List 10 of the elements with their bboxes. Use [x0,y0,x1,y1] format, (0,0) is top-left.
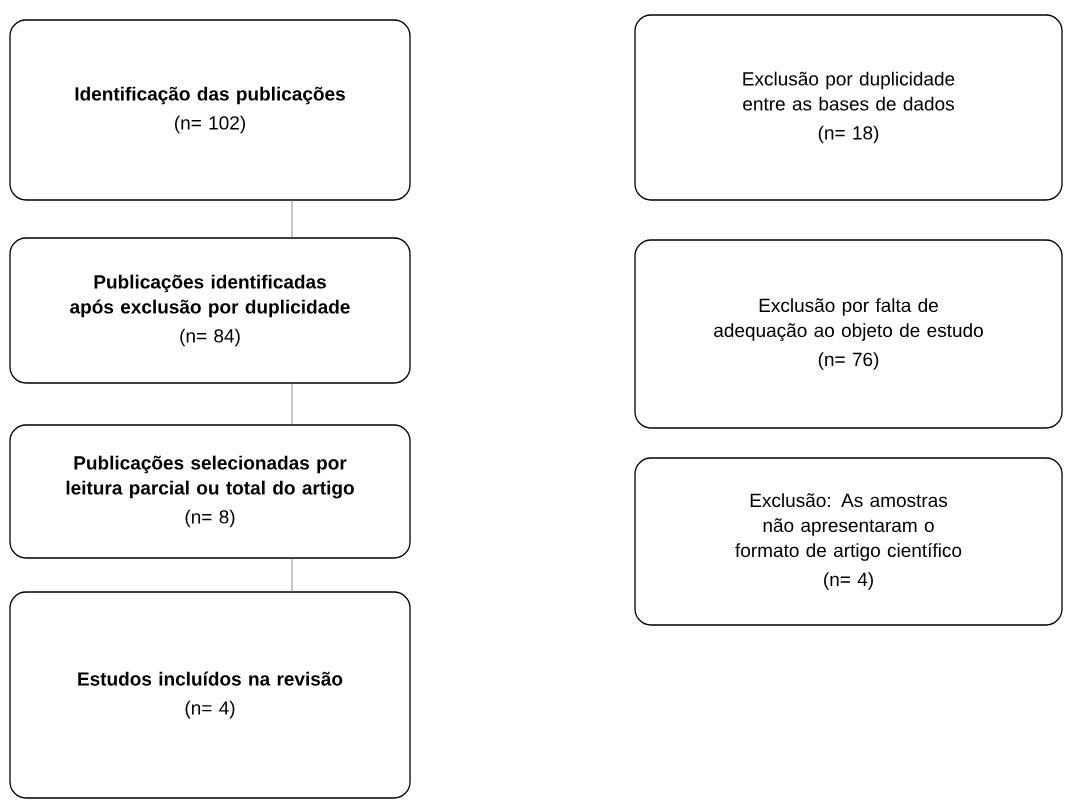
connector-line [291,558,293,592]
exclusion-box: Exclusão por duplicidade entre as bases de dados (n= 18) [634,14,1063,201]
connector-line [291,200,293,238]
process-box: Publicações identificadas após exclusão por duplicidade (n= 84) [9,237,411,384]
process-box: Estudos incluídos na revisão (n= 4) [9,591,411,799]
connector-line [291,383,293,425]
exclusion-box: Exclusão por falta de adequação ao objeto de estudo (n= 76) [634,239,1063,429]
exclusion-box: Exclusão: As amostras não apresentaram o formato de artigo científico (n= 4) [634,457,1063,626]
process-box: Identificação das publicações (n= 102) [9,19,411,201]
process-box: Publicações selecionadas por leitura parcial ou total do artigo (n= 8) [9,424,411,559]
